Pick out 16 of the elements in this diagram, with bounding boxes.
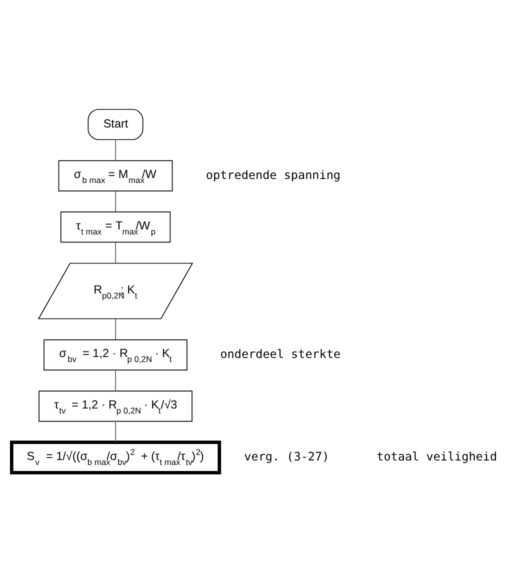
connector [115, 190, 116, 212]
node-label: verg. (3-27) [244, 449, 330, 464]
node-box: τ$_{t max}$ = T$_{max}$/W$_{p}$ [60, 211, 171, 242]
connector [115, 420, 116, 442]
node-box: S$_{v}$ = 1/√((σ$_{b max}$/σ$_{bv}$)$^{2}$ + (τ$_{t max}$/τ$_{tv}$)$^{2}$) [10, 440, 222, 474]
label: totaal veiligheid [376, 449, 498, 464]
node-box: σ$_{bv}$ = 1,2 · R$_{p 0,2N}$ · K$_{t}$ [44, 338, 188, 370]
node-box: σ$_{b max}$ = M$_{max}$/W [58, 160, 173, 191]
connector [115, 138, 116, 160]
connector [115, 318, 116, 340]
node-box: Start [88, 108, 144, 140]
label: optredende spanning [206, 167, 341, 182]
connector [115, 241, 116, 263]
connector [115, 369, 116, 391]
label: onderdeel sterkte [220, 346, 341, 361]
node-box: τ$_{tv}$ = 1,2 · R$_{p 0,2N}$ · K$_{t}$/√3 [38, 390, 192, 422]
